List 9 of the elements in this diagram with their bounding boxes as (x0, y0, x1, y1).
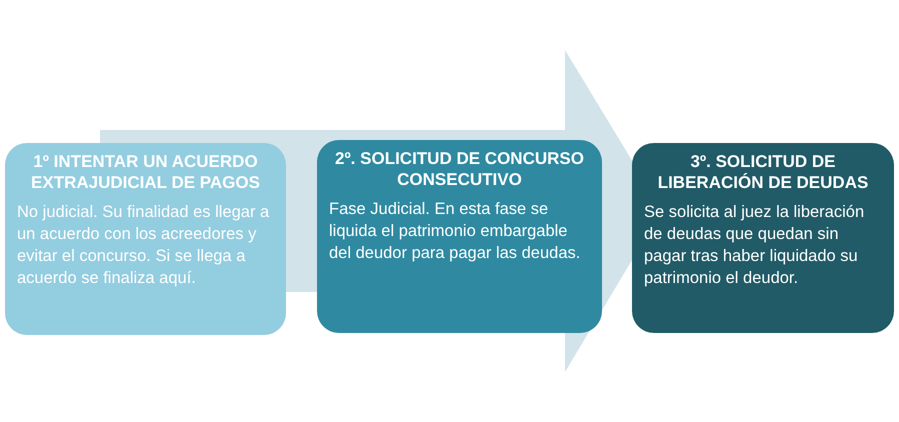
step-description: Se solicita al juez la liberación de deudas que quedan sin pagar tras haber liquidado su patrimonio el deudor. (644, 202, 866, 289)
step-description: No judicial. Su finalidad es llegar a un acuerdo con los acreedores y evitar el concurso. Si se llega a acuerdo se finaliza aquí. (17, 202, 270, 289)
step-box (632, 143, 894, 333)
step-heading: 3º. SOLICITUD DE LIBERACIÓN DE DEUDAS (656, 151, 870, 193)
step-box (5, 143, 286, 335)
step-description: Fase Judicial. En esta fase se liquida el patrimonio embargable del deudor para pagar las deudas. (329, 199, 582, 264)
step-box (317, 140, 602, 333)
step-heading: 2º. SOLICITUD DE CONCURSO CONSECUTIVO (334, 148, 585, 190)
step-heading: 1º INTENTAR UN ACUERDO EXTRAJUDICIAL DE PAGOS (30, 151, 261, 193)
